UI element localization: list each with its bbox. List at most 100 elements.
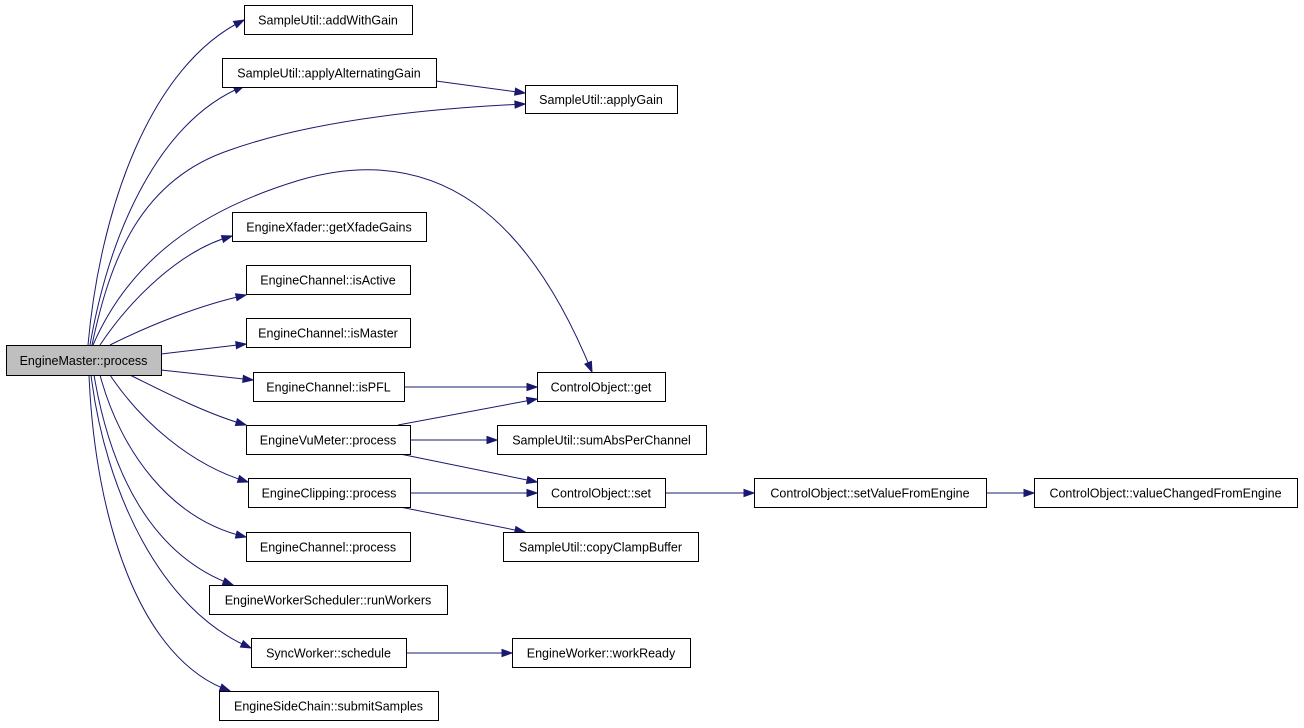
node-box (209, 585, 448, 615)
node-box (503, 532, 699, 562)
edge-n2-n3 (435, 80, 527, 96)
edge-line (399, 453, 538, 483)
edge-n0-n11 (109, 374, 250, 483)
edge-n0-n18 (90, 374, 253, 649)
edge-n0-n5 (109, 293, 248, 346)
graph-node[interactable]: EngineXfader::getXfadeGains (232, 212, 427, 242)
graph-node[interactable]: ControlObject::setValueFromEngine (754, 478, 987, 508)
edge-line (89, 85, 245, 346)
edge-line (397, 398, 538, 426)
node-label: EngineSideChain::submitSamples (234, 700, 423, 714)
arrowhead-icon (236, 474, 250, 483)
edge-n0-n1 (87, 19, 246, 346)
edge-line (88, 374, 231, 692)
node-label: EngineChannel::isMaster (258, 327, 398, 341)
node-box (6, 345, 162, 376)
graph-node[interactable]: EngineChannel::isMaster (246, 318, 411, 348)
edge-n0-n9 (129, 374, 248, 427)
node-label: SampleUtil::applyGain (539, 93, 663, 107)
graph-node[interactable]: EngineWorkerScheduler::runWorkers (209, 585, 448, 615)
arrowhead-icon (218, 683, 232, 692)
edge-n11-n15 (399, 506, 527, 535)
arrowhead-icon (526, 382, 539, 392)
arrowhead-icon (525, 475, 539, 484)
edge-n0-n7 (160, 369, 255, 384)
graph-node[interactable]: EngineChannel::isActive (246, 265, 411, 295)
node-label: EngineChannel::process (260, 541, 396, 555)
node-box (525, 85, 678, 114)
node-label: ControlObject::valueChangedFromEngine (1049, 487, 1281, 501)
edge-line (435, 80, 526, 94)
arrowhead-icon (486, 435, 499, 445)
edges-layer (87, 19, 1036, 692)
graph-node[interactable]: EngineVuMeter::process (246, 425, 411, 455)
node-box (537, 478, 666, 508)
edge-line (109, 374, 249, 483)
node-label: EngineXfader::getXfadeGains (246, 221, 411, 235)
edge-n7-n8 (404, 382, 539, 392)
edge-n0-n8 (92, 169, 593, 374)
arrowhead-icon (501, 648, 514, 658)
node-box (754, 478, 987, 508)
graph-node[interactable]: EngineWorker::workReady (512, 638, 691, 668)
graph-node[interactable]: EngineChannel::isPFL (253, 372, 405, 402)
node-label: EngineVuMeter::process (260, 434, 396, 448)
edge-line (160, 369, 254, 381)
node-label: SampleUtil::sumAbsPerChannel (512, 434, 691, 448)
node-label: ControlObject::setValueFromEngine (770, 487, 969, 501)
graph-node[interactable]: SampleUtil::applyGain (525, 85, 678, 114)
graph-node[interactable]: SampleUtil::sumAbsPerChannel (497, 425, 707, 455)
graph-node[interactable]: SampleUtil::applyAlternatingGain (222, 58, 437, 88)
edge-line (399, 506, 526, 533)
arrowhead-icon (234, 530, 248, 539)
edge-line (160, 343, 247, 355)
node-box (512, 638, 691, 668)
node-box (246, 265, 411, 295)
node-box (232, 212, 427, 242)
node-box (1034, 478, 1298, 508)
edge-n13-n14 (986, 488, 1036, 498)
arrowhead-icon (584, 360, 593, 374)
edge-n0-n6 (160, 341, 248, 355)
node-box (248, 478, 411, 508)
node-box (497, 425, 707, 455)
graph-node[interactable]: ControlObject::get (537, 372, 666, 402)
arrowhead-icon (232, 19, 246, 29)
edge-n12-n13 (665, 488, 756, 498)
node-box (246, 532, 411, 562)
graph-node[interactable]: ControlObject::valueChangedFromEngine (1034, 478, 1298, 508)
arrowhead-icon (220, 235, 234, 244)
edge-line (109, 294, 247, 346)
graph-node[interactable]: EngineClipping::process (248, 478, 411, 508)
graph-node[interactable]: EngineSideChain::submitSamples (219, 691, 439, 721)
node-box (244, 5, 413, 35)
edge-n0-n20 (88, 374, 232, 692)
arrowhead-icon (234, 417, 248, 427)
edge-line (99, 374, 247, 538)
node-box (246, 318, 411, 348)
edge-line (90, 374, 252, 649)
node-label: EngineChannel::isPFL (266, 381, 390, 395)
node-box (219, 691, 439, 721)
edge-n18-n19 (406, 648, 514, 658)
graph-node[interactable]: EngineChannel::process (246, 532, 411, 562)
edge-n0-n3 (91, 100, 527, 346)
graph-node[interactable]: SyncWorker::schedule (251, 638, 407, 668)
graph-node[interactable]: SampleUtil::addWithGain (244, 5, 413, 35)
edge-n9-n10 (410, 435, 499, 445)
arrowhead-icon (743, 488, 756, 498)
edge-line (129, 374, 247, 426)
edge-n0-n17 (93, 374, 235, 586)
node-label: EngineChannel::isActive (260, 274, 396, 288)
edge-n9-n12 (399, 453, 539, 484)
node-label: EngineWorker::workReady (527, 647, 676, 661)
node-label: SampleUtil::copyClampBuffer (519, 541, 682, 555)
node-label: ControlObject::set (551, 487, 652, 501)
node-label: EngineMaster::process (20, 354, 148, 368)
arrowhead-icon (525, 396, 539, 406)
graph-node[interactable]: SampleUtil::copyClampBuffer (503, 532, 699, 562)
graph-node[interactable]: ControlObject::set (537, 478, 666, 508)
root-node[interactable]: EngineMaster::process (6, 345, 162, 376)
arrowhead-icon (221, 577, 235, 586)
